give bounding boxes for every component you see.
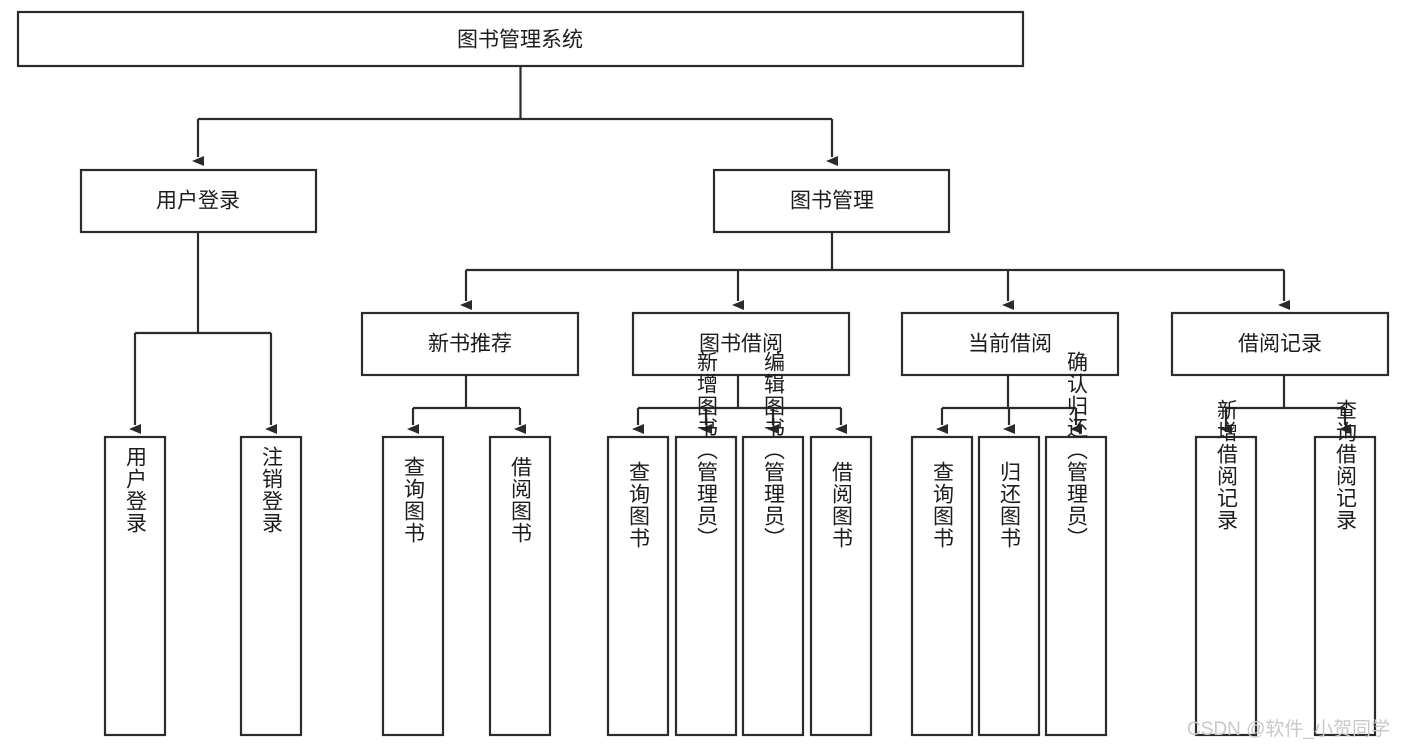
leaf-user-login-box[interactable] [103, 435, 167, 737]
leaf-query-book-1[interactable]: 查询图书 [381, 435, 445, 737]
leaf-return-book-label: 归还图书 [998, 461, 1022, 549]
leaf-borrow-book-2[interactable]: 借阅图书 [809, 435, 873, 737]
connector-group-borrow-record [1220, 375, 1351, 434]
leaf-query-book-1-label: 查询图书 [402, 456, 426, 544]
leaf-borrow-book-1-box[interactable] [488, 435, 552, 737]
leaf-edit-book-admin-box[interactable] [741, 435, 805, 737]
connector-group-book-management [460, 232, 1290, 310]
node-book-management-box[interactable] [712, 168, 951, 234]
node-new-book-recommend-label: 新书推荐 [428, 333, 512, 356]
leaf-edit-book-admin-label: 编辑图书（管理员） [762, 351, 786, 549]
connector-group-root [192, 66, 838, 166]
node-new-book-recommend[interactable]: 新书推荐 [360, 311, 580, 377]
node-book-borrow-label: 图书借阅 [699, 333, 783, 356]
leaf-add-borrow-record-box[interactable] [1194, 435, 1258, 737]
node-new-book-recommend-box[interactable] [360, 311, 580, 377]
node-user-login-box[interactable] [79, 168, 318, 234]
node-borrow-record-box[interactable] [1170, 311, 1390, 377]
leaf-query-book-3[interactable]: 查询图书 [910, 435, 974, 737]
connector-group-book-borrow [632, 375, 847, 434]
leaf-query-book-3-label: 查询图书 [931, 461, 955, 549]
leaf-query-book-2-box[interactable] [606, 435, 670, 737]
node-current-borrow[interactable]: 当前借阅 [900, 311, 1120, 377]
leaf-query-borrow-record-label: 查询借阅记录 [1334, 399, 1358, 531]
leaf-add-book-admin-box[interactable] [674, 435, 738, 737]
leaf-borrow-book-1-label: 借阅图书 [509, 456, 533, 544]
leaf-query-book-2-label: 查询图书 [627, 461, 651, 549]
leaf-logout-login[interactable]: 注销登录 [239, 435, 303, 737]
leaf-borrow-book-1[interactable]: 借阅图书 [488, 435, 552, 737]
leaf-user-login-label: 用户登录 [124, 446, 148, 534]
node-root-label: 图书管理系统 [457, 29, 583, 52]
leaf-logout-login-box[interactable] [239, 435, 303, 737]
node-root[interactable]: 图书管理系统 [16, 10, 1025, 68]
node-user-login[interactable]: 用户登录 [79, 168, 318, 234]
leaf-return-book-box[interactable] [977, 435, 1041, 737]
leaf-confirm-return-admin-box[interactable] [1044, 435, 1108, 737]
leaf-borrow-book-2-box[interactable] [809, 435, 873, 737]
leaf-return-book[interactable]: 归还图书 [977, 435, 1041, 737]
leaf-add-borrow-record-label: 新增借阅记录 [1215, 399, 1239, 531]
leaf-add-borrow-record[interactable]: 新增借阅记录 [1194, 399, 1258, 737]
leaf-query-book-2[interactable]: 查询图书 [606, 435, 670, 737]
leaf-query-book-3-box[interactable] [910, 435, 974, 737]
node-borrow-record[interactable]: 借阅记录 [1170, 311, 1390, 377]
leaf-borrow-book-2-label: 借阅图书 [830, 461, 854, 549]
leaf-add-book-admin[interactable]: 新增图书（管理员） [674, 351, 738, 737]
leaf-user-login[interactable]: 用户登录 [103, 435, 167, 737]
leaf-confirm-return-admin[interactable]: 确认归还（管理员） [1044, 351, 1108, 737]
leaf-add-book-admin-label: 新增图书（管理员） [695, 351, 719, 549]
node-book-borrow[interactable]: 图书借阅 [631, 311, 851, 377]
node-borrow-record-label: 借阅记录 [1238, 333, 1322, 356]
node-current-borrow-label: 当前借阅 [968, 333, 1052, 356]
node-book-management[interactable]: 图书管理 [712, 168, 951, 234]
node-book-borrow-box[interactable] [631, 311, 851, 377]
leaf-logout-login-label: 注销登录 [260, 446, 284, 534]
connector-group-current-borrow [936, 375, 1082, 434]
watermark: CSDN @软件_小贺同学 [1187, 718, 1390, 740]
node-book-management-label: 图书管理 [790, 190, 874, 213]
connector-group-user-login [129, 232, 277, 434]
connector-group-new-book-recommend [407, 375, 526, 434]
leaf-query-borrow-record[interactable]: 查询借阅记录 [1313, 399, 1377, 737]
leaf-query-borrow-record-box[interactable] [1313, 435, 1377, 737]
leaf-confirm-return-admin-label: 确认归还（管理员） [1065, 351, 1089, 549]
leaf-query-book-1-box[interactable] [381, 435, 445, 737]
leaf-edit-book-admin[interactable]: 编辑图书（管理员） [741, 351, 805, 737]
node-user-login-label: 用户登录 [156, 190, 240, 213]
node-root-box[interactable] [16, 10, 1025, 68]
node-current-borrow-box[interactable] [900, 311, 1120, 377]
